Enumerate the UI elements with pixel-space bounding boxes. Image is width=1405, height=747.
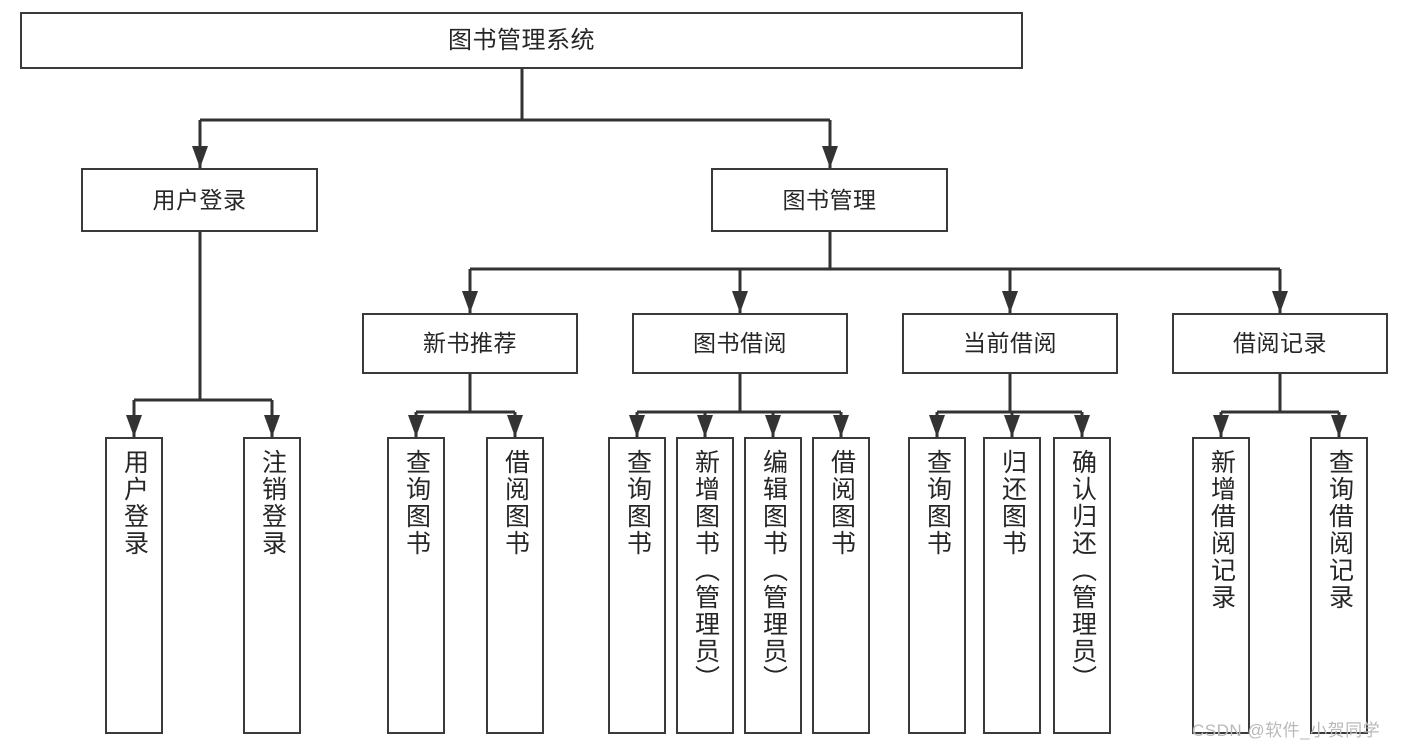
csdn-watermark: CSDN @软件_小贺同学	[1192, 721, 1381, 740]
node-label: 查询图书	[923, 449, 952, 557]
arrowhead-icon	[507, 415, 523, 437]
node-leaf-logout[interactable]: 注销登录	[243, 437, 301, 734]
node-label: 用户登录	[120, 449, 149, 557]
arrowhead-icon	[1213, 415, 1229, 437]
node-label: 借阅图书	[501, 449, 530, 557]
node-leaf-borrow-book[interactable]: 借阅图书	[812, 437, 870, 734]
arrowhead-icon	[126, 415, 142, 437]
arrowhead-icon	[408, 415, 424, 437]
node-label: 当前借阅	[963, 330, 1057, 357]
arrowhead-icon	[833, 415, 849, 437]
node-label: 编辑图书（管理员）	[759, 449, 788, 692]
node-label: 归还图书	[998, 449, 1027, 557]
node-label: 查询图书	[402, 449, 431, 557]
node-leaf-confirm-return[interactable]: 确认归还（管理员）	[1053, 437, 1111, 734]
node-label: 新增图书（管理员）	[691, 449, 720, 692]
node-user-login[interactable]: 用户登录	[81, 168, 318, 232]
arrowhead-icon	[1004, 415, 1020, 437]
node-label: 查询图书	[623, 449, 652, 557]
node-current-borrow[interactable]: 当前借阅	[902, 313, 1118, 374]
node-label: 新增借阅记录	[1207, 449, 1236, 611]
node-label: 确认归还（管理员）	[1068, 449, 1097, 692]
arrowhead-icon	[1331, 415, 1347, 437]
arrowhead-icon	[732, 291, 748, 313]
node-leaf-query-book-current[interactable]: 查询图书	[908, 437, 966, 734]
node-label: 借阅记录	[1233, 330, 1327, 357]
node-book-borrow[interactable]: 图书借阅	[632, 313, 848, 374]
node-leaf-return-book[interactable]: 归还图书	[983, 437, 1041, 734]
arrowhead-icon	[765, 415, 781, 437]
node-leaf-add-record[interactable]: 新增借阅记录	[1192, 437, 1250, 734]
arrowhead-icon	[697, 415, 713, 437]
node-leaf-edit-book[interactable]: 编辑图书（管理员）	[744, 437, 802, 734]
node-borrow-record[interactable]: 借阅记录	[1172, 313, 1388, 374]
node-label: 图书管理系统	[448, 26, 595, 54]
node-leaf-query-record[interactable]: 查询借阅记录	[1310, 437, 1368, 734]
arrowhead-icon	[929, 415, 945, 437]
arrowhead-icon	[1272, 291, 1288, 313]
arrowhead-icon	[264, 415, 280, 437]
arrowhead-icon	[629, 415, 645, 437]
node-label: 借阅图书	[827, 449, 856, 557]
node-book-manage[interactable]: 图书管理	[711, 168, 948, 232]
node-root[interactable]: 图书管理系统	[20, 12, 1023, 69]
node-label: 新书推荐	[423, 330, 517, 357]
arrowhead-icon	[1074, 415, 1090, 437]
edges-group	[126, 69, 1347, 437]
node-label: 图书管理	[782, 186, 877, 213]
node-leaf-borrow-book-new[interactable]: 借阅图书	[486, 437, 544, 734]
node-new-book-recommend[interactable]: 新书推荐	[362, 313, 578, 374]
node-leaf-add-book[interactable]: 新增图书（管理员）	[676, 437, 734, 734]
node-label: 注销登录	[258, 449, 287, 557]
arrowhead-icon	[192, 146, 208, 168]
arrowhead-icon	[822, 146, 838, 168]
arrowhead-icon	[1002, 291, 1018, 313]
node-label: 查询借阅记录	[1325, 449, 1354, 611]
node-leaf-query-book-borrow[interactable]: 查询图书	[608, 437, 666, 734]
node-label: 用户登录	[152, 186, 247, 213]
node-leaf-query-book-new[interactable]: 查询图书	[387, 437, 445, 734]
arrowhead-icon	[462, 291, 478, 313]
node-label: 图书借阅	[693, 330, 787, 357]
node-leaf-user-login[interactable]: 用户登录	[105, 437, 163, 734]
